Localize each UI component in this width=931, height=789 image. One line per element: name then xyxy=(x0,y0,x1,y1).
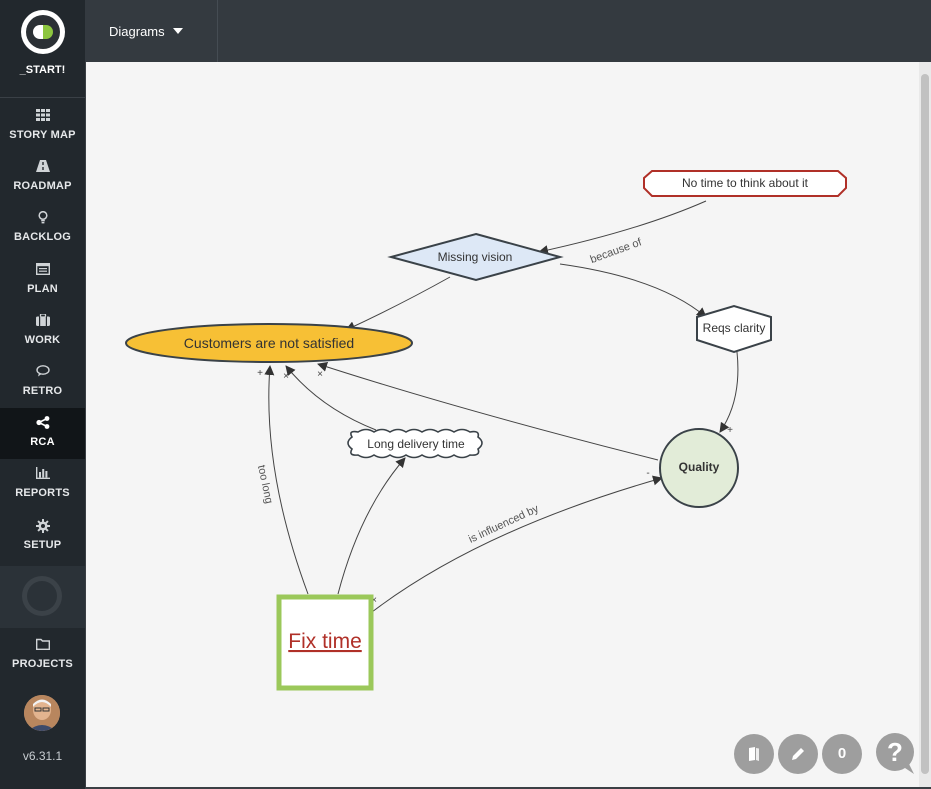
nav-label: STORY MAP xyxy=(9,129,76,141)
version-label: v6.31.1 xyxy=(22,749,63,763)
lightbulb-icon xyxy=(0,210,85,227)
grid-icon xyxy=(0,109,85,124)
help-icon xyxy=(876,733,914,774)
briefcase-icon xyxy=(0,313,85,329)
gear-icon xyxy=(0,519,85,536)
book-button[interactable] xyxy=(734,734,774,774)
folder-icon xyxy=(0,638,85,653)
nav-label: PROJECTS xyxy=(12,658,73,670)
top-bar: Diagrams xyxy=(85,0,931,62)
pencil-icon xyxy=(792,748,804,760)
diagrams-label: Diagrams xyxy=(109,24,165,39)
nav-reports[interactable]: REPORTS xyxy=(0,459,85,510)
nav-story-map[interactable]: STORY MAP xyxy=(0,101,85,152)
nav-projects[interactable]: PROJECTS xyxy=(0,630,85,681)
road-icon xyxy=(0,160,85,175)
project-logo-area xyxy=(0,566,85,628)
calendar-icon xyxy=(0,262,85,278)
help-button[interactable]: ? xyxy=(874,732,918,776)
bar-chart-icon xyxy=(0,467,85,482)
help-label: ? xyxy=(887,737,903,767)
share-icon xyxy=(0,416,85,432)
caret-down-icon xyxy=(173,28,183,34)
notification-count: 0 xyxy=(837,745,847,762)
notification-count-button[interactable]: 0 xyxy=(822,734,862,774)
chat-icon xyxy=(0,365,85,380)
nav-plan[interactable]: PLAN xyxy=(0,255,85,306)
logo-area[interactable]: _START! xyxy=(0,0,85,98)
user-avatar[interactable] xyxy=(24,695,60,731)
nav-label: PLAN xyxy=(27,283,58,295)
nav-label: WORK xyxy=(24,334,61,346)
scrollbar-thumb[interactable] xyxy=(921,74,929,774)
diagram-canvas[interactable] xyxy=(86,62,919,787)
nav-roadmap[interactable]: ROADMAP xyxy=(0,152,85,203)
nav-label: REPORTS xyxy=(15,487,70,499)
sidebar: _START! STORY MAP ROADMAP BACKLOG PLAN W… xyxy=(0,0,85,789)
nav-setup[interactable]: SETUP xyxy=(0,511,85,562)
nav-label: BACKLOG xyxy=(13,231,71,243)
nav-label: RCA xyxy=(30,436,55,448)
nav-work[interactable]: WORK xyxy=(0,306,85,357)
nav-label: RETRO xyxy=(22,385,63,397)
nav-backlog[interactable]: BACKLOG xyxy=(0,203,85,254)
book-icon xyxy=(749,747,759,761)
diagrams-dropdown[interactable]: Diagrams xyxy=(85,0,218,62)
start-label[interactable]: _START! xyxy=(19,64,66,76)
nav-label: SETUP xyxy=(23,539,62,551)
edit-button[interactable] xyxy=(778,734,818,774)
project-logo[interactable] xyxy=(22,576,62,616)
nav-retro[interactable]: RETRO xyxy=(0,357,85,408)
nav-rca[interactable]: RCA xyxy=(0,408,85,459)
nav-label: ROADMAP xyxy=(13,180,72,192)
app-logo[interactable] xyxy=(21,10,65,54)
